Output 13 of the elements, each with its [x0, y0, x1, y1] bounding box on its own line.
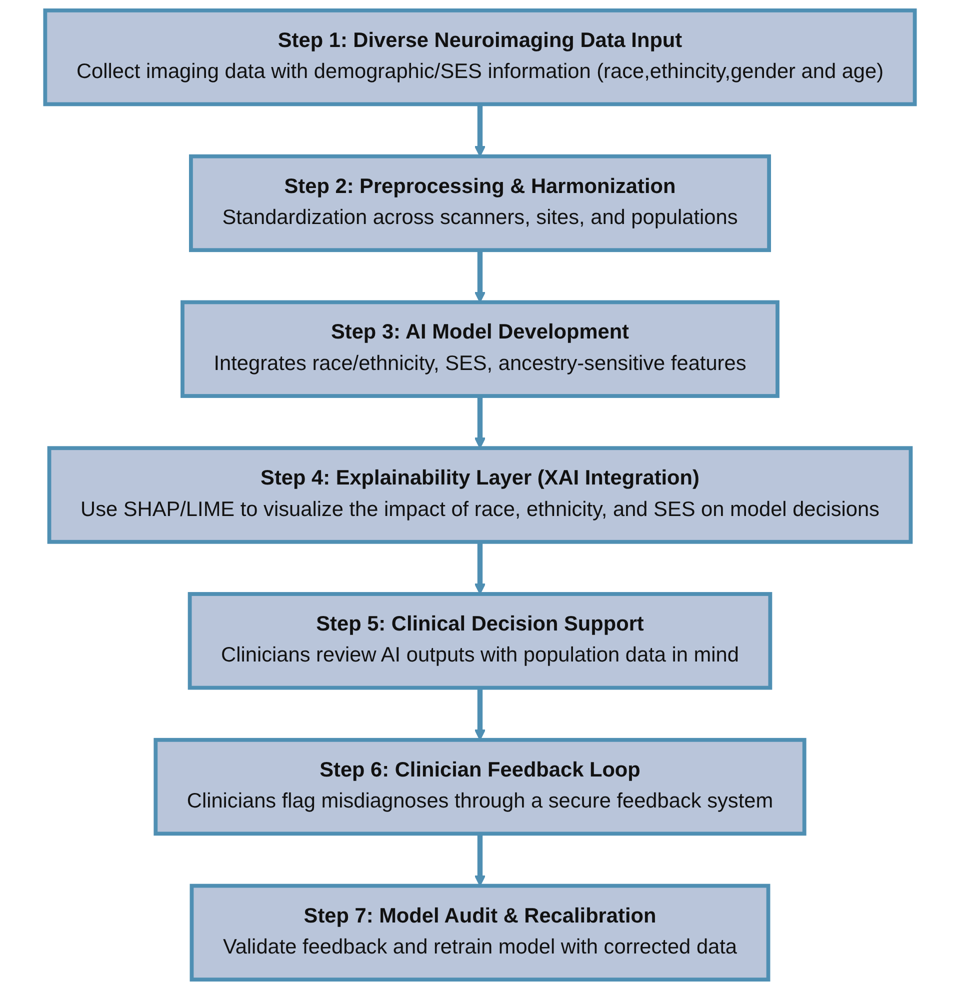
node-box: Step 6: Clinician Feedback Loop Clinicians flag misdiagnoses through a secure feedback system — [154, 738, 806, 836]
node-box: Step 7: Model Audit & Recalibration Validate feedback and retrain model with corrected data — [190, 884, 770, 982]
arrow — [474, 834, 486, 886]
arrow — [474, 104, 486, 157]
node-box: Step 1: Diverse Neuroimaging Data Input Collect imaging data with demographic/SES information (race,ethincity,gender and age) — [43, 8, 917, 106]
arrow — [474, 250, 486, 303]
arrow — [474, 688, 486, 740]
arrow — [474, 542, 486, 595]
node-box: Step 5: Clinical Decision Support Clinicians review AI outputs with population data in mind — [188, 592, 772, 690]
node-box: Step 2: Preprocessing & Harmonization Standardization across scanners, sites, and populations — [189, 154, 771, 252]
arrow — [474, 396, 486, 449]
node-box: Step 3: AI Model Development Integrates race/ethnicity, SES, ancestry-sensitive features — [180, 300, 780, 398]
node-box: Step 4: Explainability Layer (XAI Integration) Use SHAP/LIME to visualize the impact of race, ethnicity, and SES on model decisions — [47, 446, 913, 544]
